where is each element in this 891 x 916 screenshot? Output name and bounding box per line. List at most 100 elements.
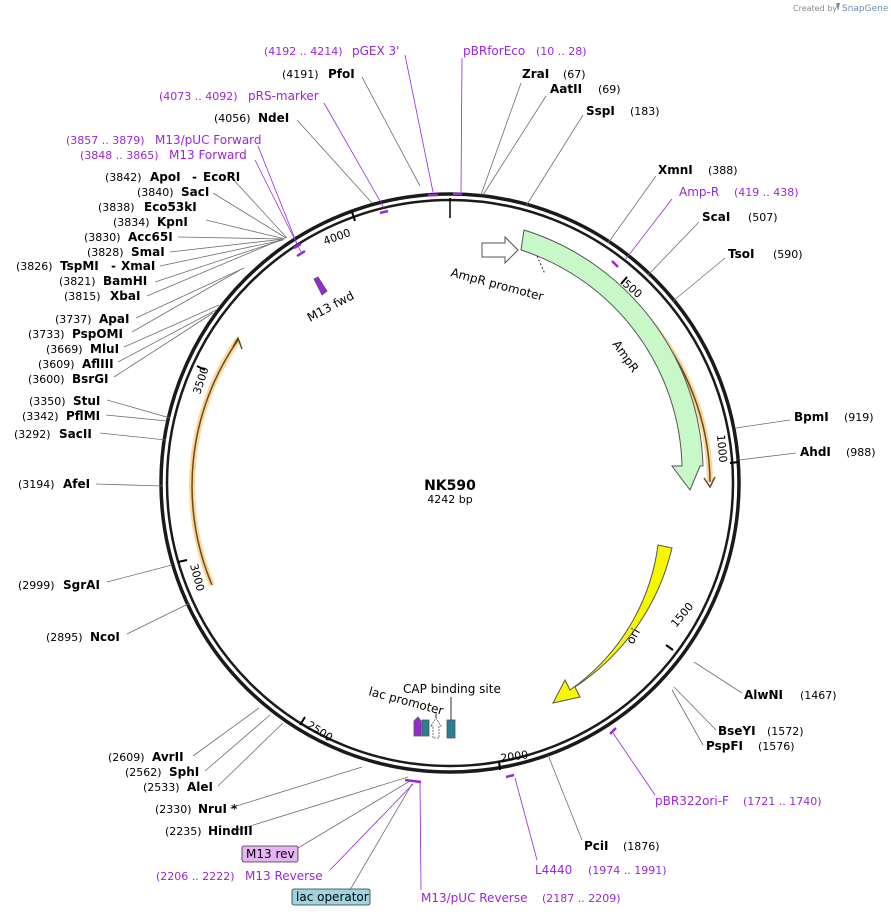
tick-2000	[498, 760, 501, 771]
enzyme-ndei-pos: (4056)	[214, 112, 251, 125]
enzyme-xbai: XbaI	[110, 289, 140, 303]
enzyme-tsoi-pos: (590)	[773, 248, 803, 261]
enzyme-ncoi: NcoI	[90, 630, 120, 644]
tick-label-1500: 1500	[668, 600, 696, 630]
enzyme-eco53ki-pos: (3838)	[98, 201, 135, 214]
m13-rev-feature	[413, 716, 422, 737]
enzyme-smai-pos: (3828)	[87, 246, 124, 259]
enzyme-stui: StuI	[73, 394, 100, 408]
enzyme-pcii: PciI	[584, 839, 609, 853]
enzyme-mlui-pos: (3669)	[46, 343, 83, 356]
enzyme-eco53ki: Eco53kI	[144, 200, 197, 214]
tick-1500	[665, 644, 674, 651]
primer-m13-puc-forward-range: (3857 .. 3879)	[66, 134, 145, 147]
enzyme-alwni: AlwNI	[744, 688, 783, 702]
enzyme-avrii-pos: (2609)	[108, 751, 145, 764]
enzyme-bpmi: BpmI	[794, 410, 829, 424]
enzyme-zrai: ZraI	[522, 67, 549, 81]
tick-3500	[196, 365, 206, 371]
primer-amp-r: Amp-R	[679, 185, 719, 199]
primer-l4440: L4440	[535, 863, 572, 877]
enzyme-pspfi-pos: (1576)	[758, 740, 795, 753]
enzyme-hindiii: HindIII	[208, 824, 253, 838]
enzyme-labels: ZraI (67) AatII (69) SspI (183) XmnI (38…	[14, 67, 876, 853]
enzyme-bseyi: BseYI	[718, 724, 756, 738]
enzyme-alei-pos: (2533)	[143, 781, 180, 794]
enzyme-ndei: NdeI	[258, 111, 289, 125]
cap-binding-site-feature	[446, 719, 456, 739]
ampr-promoter-label: AmpR promoter	[449, 265, 545, 303]
orf-left-arrowhead	[232, 336, 243, 350]
tick-3000	[177, 559, 188, 563]
enzyme-afliii-pos: (3609)	[38, 358, 75, 371]
enzyme-kpni: KpnI	[157, 215, 188, 229]
m13-fwd-label: M13 fwd	[305, 288, 357, 324]
enzyme-pfoi: PfoI	[328, 67, 355, 81]
enzyme-leader-lines	[95, 76, 797, 841]
enzyme-ecori: EcoRI	[203, 170, 240, 184]
primer-mark-prs-marker	[379, 209, 389, 215]
enzyme-pspomi: PspOMI	[72, 327, 123, 341]
primer-m13-puc-forward: M13/pUC Forward	[155, 133, 262, 147]
enzyme-sacii: SacII	[59, 427, 92, 441]
lac-promoter-feature	[430, 717, 442, 739]
primer-mark-m13-puc-forward	[293, 242, 302, 250]
plasmid-name: NK590	[424, 478, 476, 494]
tick-label-1000: 1000	[714, 434, 729, 463]
enzyme-sspi: SspI	[586, 104, 615, 118]
ampr-feature	[520, 229, 704, 491]
primer-m13-puc-reverse: M13/pUC Reverse	[421, 891, 528, 905]
enzyme-saci: SacI	[181, 185, 209, 199]
enzyme-aatii: AatII	[550, 82, 582, 96]
tick-500	[620, 276, 628, 285]
enzyme-nrui-pos: (2330)	[155, 803, 192, 816]
ampr-orf-arrowhead	[703, 476, 716, 489]
enzyme-sphi-pos: (2562)	[125, 766, 162, 779]
enzyme-tspmi-pos: (3826)	[16, 260, 53, 273]
primer-mark-amp-r	[611, 260, 619, 268]
enzyme-sphi: SphI	[169, 765, 199, 779]
lac-operator-label: lac operator	[296, 890, 369, 904]
enzyme-sgrai: SgrAI	[63, 578, 100, 592]
plasmid-length: 4242 bp	[427, 493, 472, 506]
enzyme-acc65i-pos: (3830)	[84, 231, 121, 244]
enzyme-tspmi: TspMI	[60, 259, 99, 273]
enzyme-bsrgi-pos: (3600)	[28, 373, 65, 386]
enzyme-ncoi-pos: (2895)	[46, 631, 83, 644]
m13-rev-label-box	[241, 845, 299, 863]
enzyme-xmni: XmnI	[658, 163, 693, 177]
enzyme-xbai-pos: (3815)	[64, 290, 101, 303]
ori-feature	[552, 544, 673, 704]
primer-prs-marker: pRS-marker	[248, 89, 319, 103]
enzyme-ahdi: AhdI	[800, 445, 831, 459]
enzyme-avrii: AvrII	[152, 750, 184, 764]
enzyme-sacii-pos: (3292)	[14, 428, 51, 441]
m13-fwd-feature	[313, 276, 328, 296]
enzyme-sgrai-pos: (2999)	[18, 579, 55, 592]
primer-pgex3-range: (4192 .. 4214)	[264, 45, 343, 58]
primer-marks	[293, 192, 619, 784]
enzyme-sspi-pos: (183)	[630, 105, 660, 118]
enzyme-bpmi-pos: (919)	[844, 411, 874, 424]
enzyme-bseyi-pos: (1572)	[767, 725, 804, 738]
enzyme-mlui: MluI	[90, 342, 119, 356]
tick-4000	[351, 211, 356, 222]
primer-pbr322ori-f-range: (1721 .. 1740)	[743, 795, 822, 808]
enzyme-afei-pos: (3194)	[18, 478, 55, 491]
enzyme-saci-pos: (3840)	[137, 186, 174, 199]
ampr-feature-divider	[536, 255, 546, 275]
enzyme-apoi-pos: (3842)	[105, 171, 142, 184]
enzyme-pflmi-pos: (3342)	[22, 410, 59, 423]
orf-left-arc	[191, 339, 239, 586]
lac-operator-feature	[421, 719, 430, 737]
enzyme-stui-pos: (3350)	[29, 395, 66, 408]
enzyme-xmai: XmaI	[121, 259, 155, 273]
enzyme-apai-pos: (3737)	[55, 313, 92, 326]
primer-m13-forward-range: (3848 .. 3865)	[80, 149, 159, 162]
enzyme-bsrgi: BsrGI	[72, 372, 109, 386]
primer-pbr322ori-f: pBR322ori-F	[655, 794, 729, 808]
enzyme-kpni-pos: (3834)	[113, 216, 150, 229]
backbone-outer-ring	[159, 192, 741, 774]
primer-pbrforeco: pBRforEco	[463, 44, 525, 58]
